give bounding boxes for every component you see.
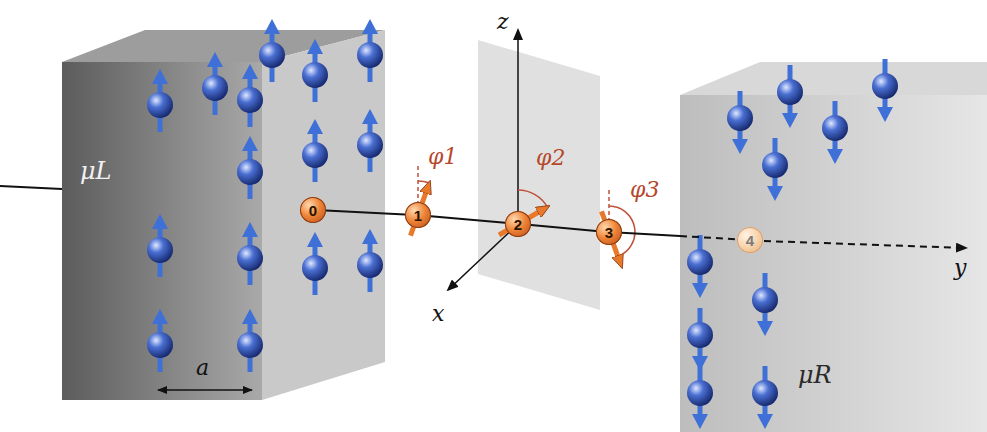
spin-up — [302, 232, 328, 295]
chemical-potential: μR — [798, 362, 832, 388]
spin-down — [872, 59, 898, 122]
chain-segment — [531, 225, 596, 231]
spin-up — [302, 119, 328, 182]
reference-line — [608, 190, 610, 219]
angle-label: φ2 — [536, 146, 565, 170]
spin-up — [259, 19, 285, 82]
chain-segment — [680, 236, 737, 239]
ferromagnet-lead: μL — [62, 30, 385, 400]
site-number: 2 — [514, 217, 522, 232]
site-circle: 4 — [737, 227, 763, 253]
spin-up — [147, 309, 173, 372]
spacing-arrow — [158, 389, 252, 391]
spin-up — [237, 64, 263, 127]
axis-label: x — [432, 302, 444, 326]
spin-up — [357, 229, 383, 292]
reference-line — [417, 166, 419, 202]
x-axis — [448, 224, 518, 290]
site-number: 3 — [605, 225, 613, 240]
spin-down — [687, 366, 713, 429]
chemical-potential: μL — [80, 158, 112, 184]
left-lead — [62, 30, 385, 400]
right-lead — [680, 62, 987, 432]
site-circle: 0 — [300, 197, 326, 223]
spin-up — [357, 19, 383, 82]
up-spins — [147, 19, 383, 372]
spin-down — [762, 138, 788, 201]
spin-up — [237, 309, 263, 372]
spin-up — [302, 39, 328, 102]
spin-up — [237, 136, 263, 199]
chain-segment — [431, 216, 505, 223]
spin-down — [752, 366, 778, 429]
spin-up — [237, 222, 263, 285]
lead-top-face — [680, 62, 987, 95]
z-axis — [517, 30, 519, 224]
site-number: 4 — [746, 233, 754, 248]
chain-link — [531, 225, 596, 231]
site-circle: 2 — [505, 211, 531, 237]
spin-up — [357, 109, 383, 172]
chain-segment — [622, 233, 680, 236]
chain-segment — [326, 211, 405, 215]
spin-down — [687, 308, 713, 371]
site-number: 1 — [414, 208, 422, 223]
dimension-label: a — [196, 356, 209, 380]
ferromagnet-lead: μR 4 — [680, 62, 987, 432]
site-number: 0 — [309, 203, 317, 218]
angle-label: φ1 — [428, 145, 457, 169]
spin-up — [147, 69, 173, 132]
lead-front-face — [680, 95, 987, 432]
spin-down — [687, 235, 713, 298]
angle-arc — [518, 190, 547, 207]
angle-label: φ3 — [630, 178, 659, 202]
spin-down — [822, 101, 848, 164]
axis-label: y — [954, 256, 966, 280]
spin-down — [752, 273, 778, 336]
y-axis — [764, 241, 966, 248]
spin-down — [777, 65, 803, 128]
site-circle: 3 — [596, 219, 622, 245]
chain-line — [0, 186, 62, 189]
site-circle: 1 — [405, 202, 431, 228]
spin-up — [202, 52, 228, 115]
lead-front-face — [62, 62, 262, 400]
spin-down — [727, 91, 753, 154]
plane — [478, 40, 600, 310]
lead-side-face — [262, 30, 385, 400]
chain-link — [622, 233, 737, 240]
chain-link — [326, 211, 405, 215]
axis-label: z — [497, 10, 509, 34]
spin-up — [147, 214, 173, 277]
angle-arc — [418, 181, 430, 183]
chain-link — [431, 216, 505, 223]
